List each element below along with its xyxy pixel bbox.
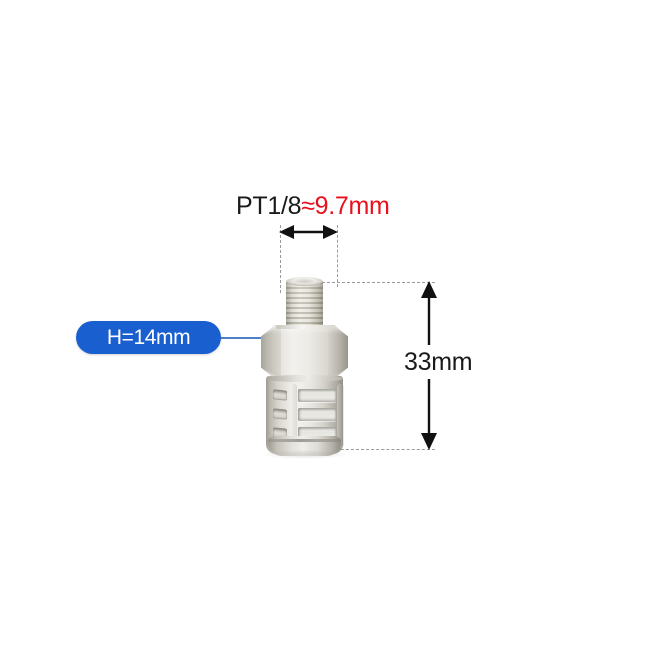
approx-symbol: ≈ <box>301 192 315 220</box>
height-callout-badge[interactable]: H=14mm <box>76 321 221 354</box>
contact-shadow <box>262 450 348 459</box>
thread-bore-opening <box>294 279 315 284</box>
hex-nut-left-face <box>261 325 281 379</box>
height-dimension-label: 33mm <box>401 345 476 379</box>
body-rib <box>290 384 297 448</box>
extension-line-left-vertical <box>280 225 281 293</box>
silencer-top-ring <box>266 375 343 382</box>
hex-nut-top-edge <box>261 326 348 334</box>
extension-line-top-horizontal <box>287 282 435 283</box>
product-image <box>258 276 350 459</box>
top-dimension-label: PT1/8≈9.7mm <box>236 191 390 221</box>
extension-line-bottom-horizontal <box>290 449 435 450</box>
hex-nut-right-face <box>328 325 348 379</box>
side-vent-slot <box>273 389 287 401</box>
front-vent-slot <box>298 408 336 421</box>
extension-line-right-vertical <box>337 225 338 287</box>
thread-spec-text: PT1/8 <box>236 192 302 220</box>
silencer-bottom-groove <box>268 439 341 442</box>
callout-label: H=14mm <box>106 325 191 349</box>
front-vent-slot <box>298 389 336 402</box>
thread-diameter-value: 9.7mm <box>314 192 390 220</box>
side-vent-slot <box>273 408 287 420</box>
threaded-connector <box>286 280 323 328</box>
hex-nut-bevel <box>276 325 333 329</box>
body-rib <box>337 384 344 448</box>
